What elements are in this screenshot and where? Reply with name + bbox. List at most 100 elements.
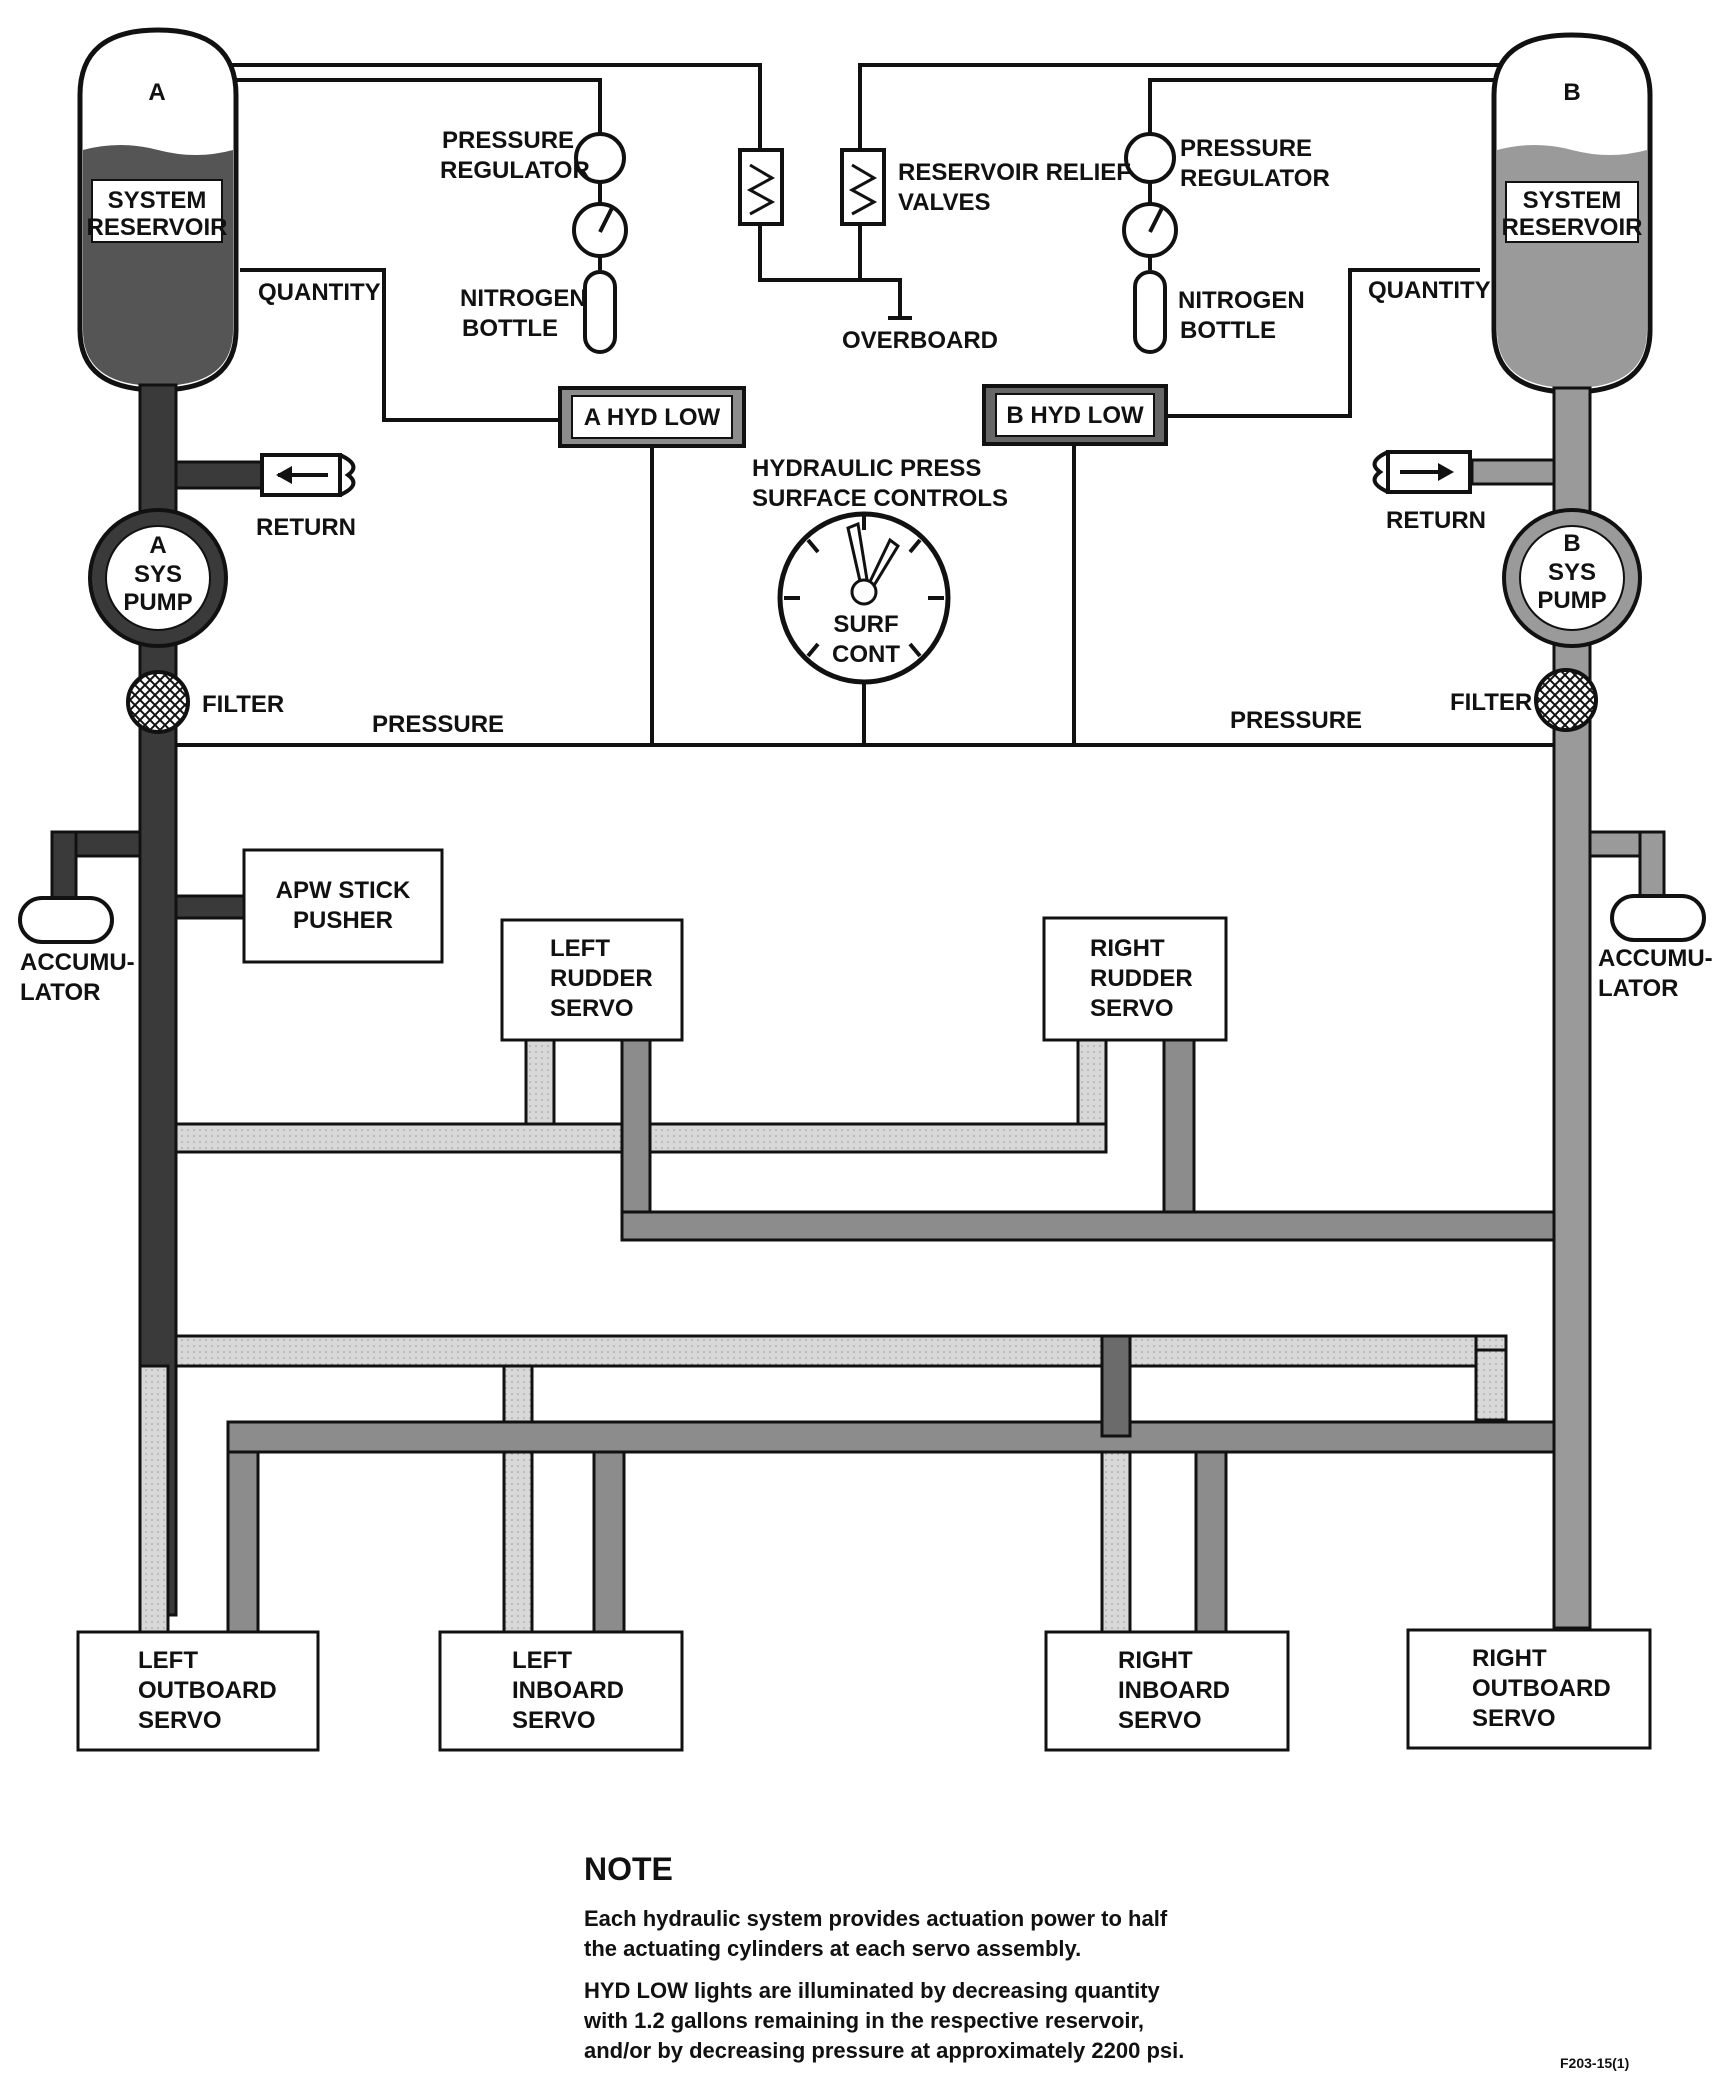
return-fitting-b — [1372, 450, 1472, 494]
quantity-b-label: QUANTITY — [1368, 277, 1491, 304]
reservoir-b: SYSTEM RESERVOIR B — [1491, 32, 1653, 395]
pump-a: A SYS PUMP — [88, 508, 228, 648]
nitrogen-bottle-left-line1: NITROGEN — [460, 285, 587, 312]
right-outboard-line2: OUTBOARD — [1472, 1675, 1611, 1702]
right-rudder-line3: SERVO — [1090, 995, 1174, 1022]
left-inboard-servo: LEFT INBOARD SERVO — [438, 1630, 684, 1752]
right-inboard-servo: RIGHT INBOARD SERVO — [1044, 1630, 1290, 1752]
note-block: NOTE Each hydraulic system provides actu… — [583, 1851, 1184, 2063]
note-p1-line2: the actuating cylinders at each servo as… — [584, 1936, 1081, 1961]
note-p2-line1: HYD LOW lights are illuminated by decrea… — [584, 1978, 1161, 2003]
filter-b-label: FILTER — [1450, 689, 1532, 716]
reservoir-b-label-1: SYSTEM — [1523, 187, 1622, 214]
accumulator-b-line1: ACCUMU- — [1598, 945, 1713, 972]
reservoir-b-letter: B — [1563, 79, 1580, 106]
right-rudder-line2: RUDDER — [1090, 965, 1193, 992]
pressure-regulator-right-line2: REGULATOR — [1180, 165, 1330, 192]
nitrogen-bottle-left-icon — [583, 270, 617, 354]
left-outboard-line3: SERVO — [138, 1707, 222, 1734]
b-hyd-low-label: B HYD LOW — [1006, 402, 1144, 429]
overboard-label: OVERBOARD — [842, 327, 998, 354]
pump-a-label-2: SYS — [134, 561, 182, 588]
right-inboard-line2: INBOARD — [1118, 1677, 1230, 1704]
reservoir-a-label-1: SYSTEM — [108, 187, 207, 214]
quantity-a-label: QUANTITY — [258, 279, 381, 306]
reservoir-b-label-2: RESERVOIR — [1502, 214, 1643, 241]
filter-a-label: FILTER — [202, 691, 284, 718]
note-p2-line3: and/or by decreasing pressure at approxi… — [584, 2038, 1184, 2063]
pressure-regulator-right — [1122, 132, 1178, 354]
left-rudder-line3: SERVO — [550, 995, 634, 1022]
left-inboard-line3: SERVO — [512, 1707, 596, 1734]
relief-valves-line1: RESERVOIR RELIEF — [898, 159, 1131, 186]
right-rudder-line1: RIGHT — [1090, 935, 1165, 962]
relief-valves-line2: VALVES — [898, 189, 990, 216]
accumulator-a-line1: ACCUMU- — [20, 949, 135, 976]
pump-b-label-2: SYS — [1548, 559, 1596, 586]
pump-b: B SYS PUMP — [1502, 508, 1642, 648]
right-outboard-line1: RIGHT — [1472, 1645, 1547, 1672]
note-p1-line1: Each hydraulic system provides actuation… — [584, 1906, 1168, 1931]
right-outboard-servo: RIGHT OUTBOARD SERVO — [1406, 1628, 1652, 1750]
right-inboard-line3: SERVO — [1118, 1707, 1202, 1734]
system-a-distribution-pipes — [138, 1038, 1508, 1642]
filter-b-icon — [1534, 668, 1598, 732]
gauge-face-line2: CONT — [832, 641, 900, 668]
pump-b-label-1: B — [1563, 530, 1580, 557]
nitrogen-bottle-right-line1: NITROGEN — [1178, 287, 1305, 314]
pressure-regulator-left — [572, 132, 628, 354]
reservoir-a-label-2: RESERVOIR — [87, 214, 228, 241]
reservoir-a: SYSTEM RESERVOIR A — [77, 27, 239, 393]
apw-line2: PUSHER — [293, 907, 393, 934]
pressure-b-label: PRESSURE — [1230, 707, 1362, 734]
pressure-lines — [160, 63, 1560, 747]
a-hyd-low-label: A HYD LOW — [584, 404, 721, 431]
return-a-label: RETURN — [256, 514, 356, 541]
left-inboard-line1: LEFT — [512, 1647, 572, 1674]
pressure-regulator-right-line1: PRESSURE — [1180, 135, 1312, 162]
b-hyd-low-light: B HYD LOW — [982, 384, 1168, 446]
nitrogen-bottle-right-icon — [1133, 270, 1167, 354]
return-fitting-a — [260, 453, 356, 497]
component-labels: PRESSURE REGULATOR NITROGEN BOTTLE RESER… — [20, 127, 1713, 1006]
filter-a-icon — [126, 670, 190, 734]
left-outboard-line2: OUTBOARD — [138, 1677, 277, 1704]
pressure-regulator-left-line2: REGULATOR — [440, 157, 590, 184]
system-b-distribution-pipes — [226, 1038, 1556, 1642]
apw-line1: APW STICK — [276, 877, 411, 904]
accumulator-a — [18, 896, 114, 944]
accumulator-b — [1610, 894, 1706, 942]
gauge-tick-marks — [784, 514, 944, 658]
pump-b-label-3: PUMP — [1537, 587, 1606, 614]
gauge-face-line1: SURF — [833, 611, 898, 638]
left-outboard-line1: LEFT — [138, 1647, 198, 1674]
accumulator-a-line2: LATOR — [20, 979, 100, 1006]
return-b-label: RETURN — [1386, 507, 1486, 534]
right-outboard-line3: SERVO — [1472, 1705, 1556, 1732]
apw-stick-pusher: APW STICK PUSHER — [242, 848, 444, 964]
pressure-regulator-left-line1: PRESSURE — [442, 127, 574, 154]
nitrogen-bottle-left-line2: BOTTLE — [462, 315, 558, 342]
a-hyd-low-light: A HYD LOW — [558, 386, 746, 448]
pressure-a-label: PRESSURE — [372, 711, 504, 738]
hydraulic-press-gauge: SURF CONT — [777, 511, 951, 685]
right-rudder-servo: RIGHT RUDDER SERVO — [1042, 916, 1228, 1042]
note-title: NOTE — [584, 1851, 673, 1887]
pump-a-label-3: PUMP — [123, 589, 192, 616]
left-outboard-servo: LEFT OUTBOARD SERVO — [76, 1630, 320, 1752]
pump-a-label-1: A — [149, 532, 166, 559]
reservoir-relief-valves — [738, 148, 886, 226]
left-rudder-servo: LEFT RUDDER SERVO — [500, 918, 684, 1042]
left-rudder-line2: RUDDER — [550, 965, 653, 992]
nitrogen-bottle-right-line2: BOTTLE — [1180, 317, 1276, 344]
left-rudder-line1: LEFT — [550, 935, 610, 962]
accumulator-b-line2: LATOR — [1598, 975, 1678, 1002]
note-p2-line2: with 1.2 gallons remaining in the respec… — [583, 2008, 1144, 2033]
right-inboard-a-stub — [1100, 1334, 1132, 1438]
figure-reference: F203-15(1) — [1560, 2055, 1629, 2071]
gauge-title-line2: SURFACE CONTROLS — [752, 485, 1008, 512]
left-inboard-line2: INBOARD — [512, 1677, 624, 1704]
gauge-title-line1: HYDRAULIC PRESS — [752, 455, 981, 482]
right-inboard-line1: RIGHT — [1118, 1647, 1193, 1674]
